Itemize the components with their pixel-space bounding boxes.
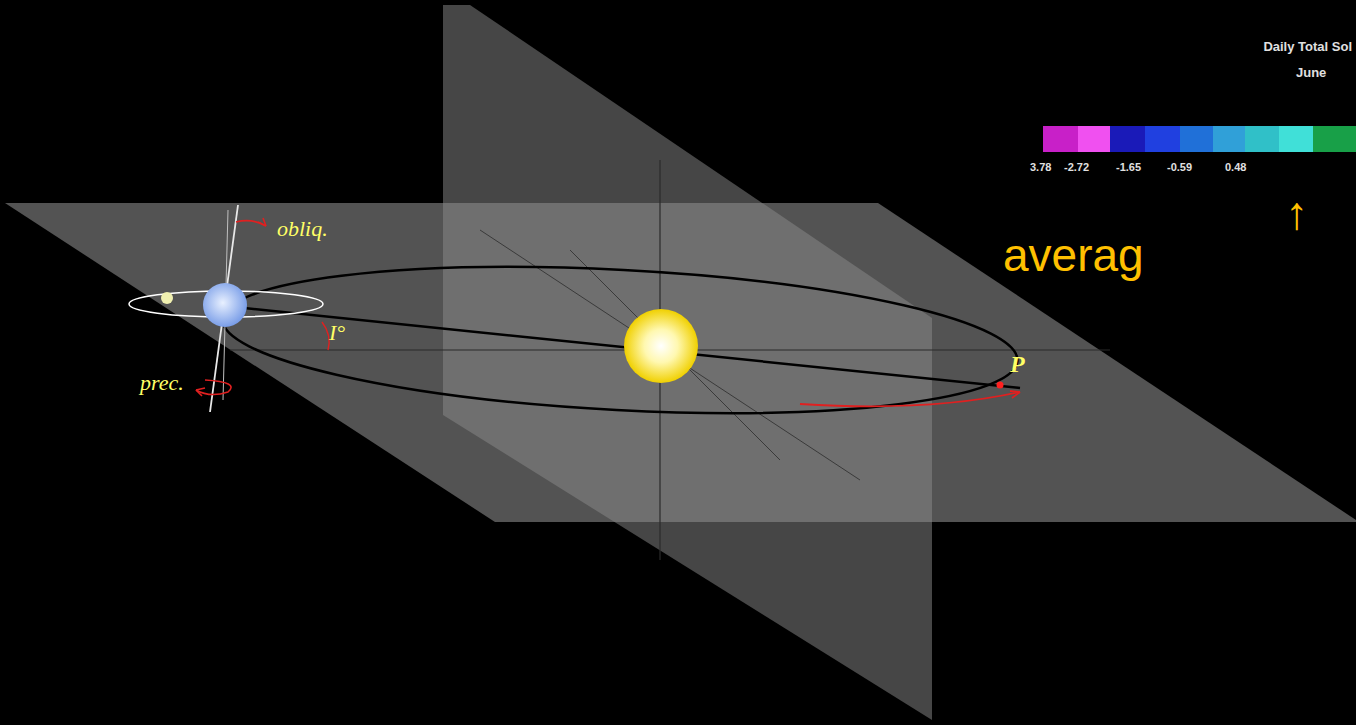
- inclination-label: I°: [329, 322, 345, 344]
- colorbar-segment: [1180, 126, 1213, 152]
- ecliptic-plane: [5, 203, 1356, 522]
- axis-line: [570, 250, 780, 460]
- arrowhead: [258, 218, 266, 226]
- sun: [624, 309, 698, 383]
- tick-label: -1.65: [1116, 162, 1141, 173]
- colorbar-title: Daily Total Sol: [1263, 40, 1352, 53]
- arrowhead: [196, 388, 205, 396]
- colorbar-subtitle: June: [1296, 66, 1326, 79]
- tick-label: -2.72: [1064, 162, 1089, 173]
- tick-label: 3.78: [1030, 162, 1051, 173]
- line-of-apsides: [225, 306, 1020, 388]
- precession-label: prec.: [140, 372, 184, 394]
- colorbar-segment: [1078, 126, 1110, 152]
- perihelion-dot: [997, 382, 1004, 389]
- inclination-arc: [322, 322, 329, 350]
- precession-arrow: [800, 392, 1020, 406]
- moon: [161, 292, 173, 304]
- earth: [203, 283, 247, 327]
- annotation-text: averag: [1003, 232, 1144, 278]
- obliquity-label: obliq.: [277, 218, 328, 240]
- orbit-ellipse: [219, 249, 1021, 430]
- colorbar-segment: [1279, 126, 1313, 152]
- tick-label: -0.59: [1167, 162, 1192, 173]
- colorbar-segment: [1313, 126, 1356, 152]
- colorbar-segment: [1245, 126, 1279, 152]
- arrowhead: [1010, 391, 1020, 398]
- colorbar-segment: [1213, 126, 1245, 152]
- tick-label: 0.48: [1225, 162, 1246, 173]
- colorbar-segment: [1145, 126, 1180, 152]
- precession-arrow: [196, 380, 231, 395]
- pointer-arrow: ↑: [1285, 190, 1308, 236]
- perihelion-label: P: [1010, 352, 1025, 376]
- colorbar-segment: [1110, 126, 1145, 152]
- colorbar-segment: [1043, 126, 1078, 152]
